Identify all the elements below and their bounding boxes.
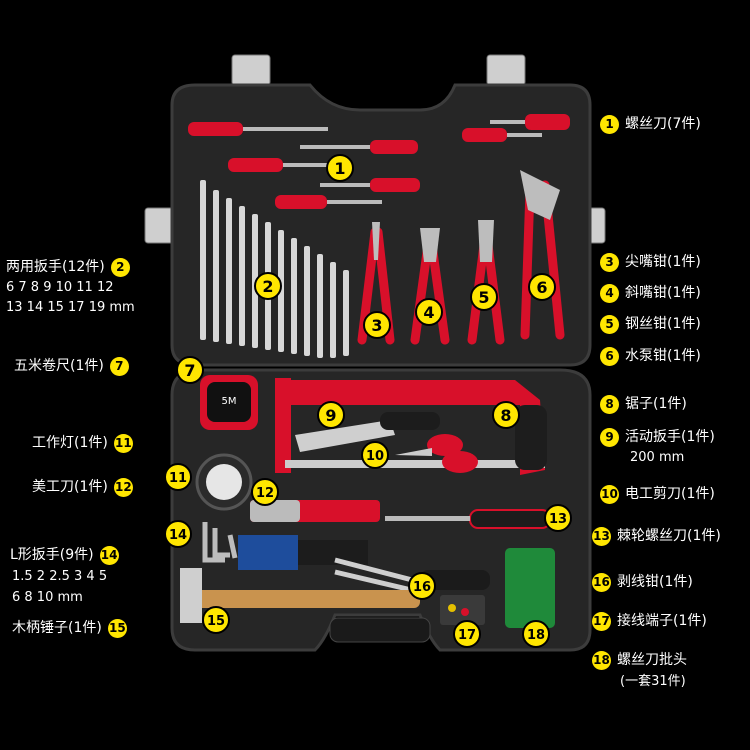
hex-keys [202,522,238,563]
legend-num-17: 17 [592,612,611,631]
marker-12: 12 [256,486,274,501]
legend-item-2: 两用扳手(12件) 2 [6,258,130,277]
legend-item-6: 6 水泵钳(1件) [600,347,701,366]
marker-8: 8 [500,406,511,425]
legend-text-16: 剥线钳(1件) [617,574,693,590]
tape-measure: 5M [200,375,258,430]
legend-text-10: 电工剪刀(1件) [625,486,715,502]
legend-text-7: 五米卷尺(1件) [14,358,104,374]
marker-14: 14 [169,528,187,543]
legend-num-13: 13 [592,527,611,546]
legend-num-5: 5 [600,315,619,334]
legend-num-18: 18 [592,651,611,670]
legend-num-6: 6 [600,347,619,366]
legend-text-18: 螺丝刀批头 [617,652,687,668]
legend-num-15: 15 [107,619,127,638]
pliers-heads [372,170,560,262]
legend-spec-18: (一套31件) [620,674,686,689]
legend-item-10: 10 电工剪刀(1件) [600,485,715,504]
case-markers: 1 2 3 4 5 6 7 8 9 10 11 12 13 14 15 16 1… [164,154,572,648]
tape-mark: 5M [222,396,237,407]
legend-num-3: 3 [600,253,619,272]
hacksaw [275,378,547,475]
legend-num-7: 7 [109,357,129,376]
hammer [180,568,420,623]
legend-text-6: 水泵钳(1件) [625,348,701,364]
legend-text-15: 木柄锤子(1件) [12,620,102,636]
legend-item-1: 1 螺丝刀(7件) [600,115,701,134]
legend-text-5: 钢丝钳(1件) [625,316,701,332]
legend-text-12: 美工刀(1件) [32,479,108,495]
marker-15: 15 [207,614,225,629]
legend-num-12: 12 [113,478,133,497]
legend-item-17: 17 接线端子(1件) [592,612,707,631]
marker-13: 13 [549,512,567,527]
legend-spec-9: 200 mm [630,450,685,465]
legend-text-8: 锯子(1件) [625,396,687,412]
legend-num-8: 8 [600,395,619,414]
legend-num-11: 11 [113,434,133,453]
legend-item-8: 8 锯子(1件) [600,395,687,414]
legend-text-1: 螺丝刀(7件) [625,116,701,132]
scissors [395,434,478,473]
legend-num-4: 4 [600,284,619,303]
legend-text-11: 工作灯(1件) [32,435,108,451]
marker-17: 17 [458,628,476,643]
marker-4: 4 [423,303,434,322]
legend-item-16: 16 剥线钳(1件) [592,573,693,592]
legend-text-2: 两用扳手(12件) [6,259,105,275]
legend-text-14: L形扳手(9件) [10,547,94,563]
legend-spec-2b: 13 14 15 17 19 mm [6,300,135,315]
legend-text-4: 斜嘴钳(1件) [625,285,701,301]
legend-spec-14a: 1.5 2 2.5 3 4 5 [12,569,108,584]
marker-6: 6 [536,278,547,297]
hex-key-holder [238,535,368,570]
marker-1: 1 [334,159,345,178]
wire-terminals [440,595,485,625]
legend-text-17: 接线端子(1件) [617,613,707,629]
legend-text-9: 活动扳手(1件) [625,429,715,445]
legend-num-2: 2 [110,258,130,277]
legend-item-11: 工作灯(1件) 11 [32,434,133,453]
legend-item-4: 4 斜嘴钳(1件) [600,284,701,303]
marker-3: 3 [371,316,382,335]
legend-item-7: 五米卷尺(1件) 7 [14,357,129,376]
marker-18: 18 [527,628,545,643]
legend-item-12: 美工刀(1件) 12 [32,478,133,497]
legend-text-3: 尖嘴钳(1件) [625,254,701,270]
legend-item-14: L形扳手(9件) 14 [10,546,119,565]
marker-10: 10 [366,449,384,464]
legend-item-5: 5 钢丝钳(1件) [600,315,701,334]
legend-text-13: 棘轮螺丝刀(1件) [617,528,721,544]
legend-num-9: 9 [600,428,619,447]
legend-item-9: 9 活动扳手(1件) [600,428,715,447]
legend-num-16: 16 [592,573,611,592]
marker-2: 2 [262,277,273,296]
marker-9: 9 [325,406,336,425]
legend-item-15: 木柄锤子(1件) 15 [12,619,127,638]
legend-spec-14b: 6 8 10 mm [12,590,83,605]
legend-spec-2a: 6 7 8 9 10 11 12 [6,280,114,295]
legend-num-1: 1 [600,115,619,134]
work-light [195,453,253,511]
marker-16: 16 [413,580,431,595]
legend-num-14: 14 [99,546,119,565]
marker-5: 5 [478,288,489,307]
marker-7: 7 [184,361,195,380]
legend-num-10: 10 [600,485,619,504]
marker-11: 11 [169,471,187,486]
legend-item-3: 3 尖嘴钳(1件) [600,253,701,272]
screwdrivers [188,114,570,209]
legend-item-18: 18 螺丝刀批头 [592,651,687,670]
bit-set [505,548,555,628]
case-handle [329,617,431,643]
wire-stripper [334,557,421,595]
legend-item-13: 13 棘轮螺丝刀(1件) [592,527,721,546]
adjustable-wrench [295,412,440,452]
